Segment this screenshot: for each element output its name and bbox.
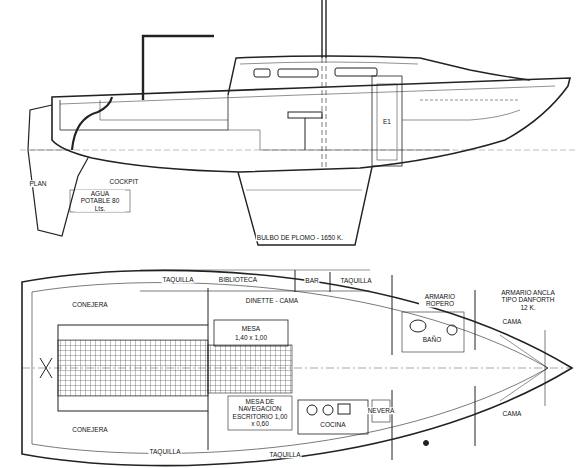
part-label: CAMA [502,410,523,417]
part-label: CONEJERA [71,426,108,433]
part-label: TAQUILLA [340,277,373,284]
part-label: AGUA POTABLE 80 Lts. [75,190,125,212]
part-label: ARMARIO ANCLA TIPO DANFORTH 12 K. [499,289,557,311]
part-label: DINETTE - CAMA [245,297,299,304]
part-label: CONEJERA [71,301,108,308]
part-label: PLAN [29,180,48,187]
part-label: ARMARIO ROPERO [419,293,461,308]
part-label: BAR [304,277,319,284]
part-label: BIBLIOTECA [218,276,258,283]
part-label: BULBO DE PLOMO - 1650 K. [256,234,344,241]
part-label: TAQUILLA [149,448,182,455]
part-label: COCINA [319,421,346,428]
part-label: NEVERA [367,407,396,414]
part-label: TAQUILLA [162,276,195,283]
part-label: MESA [241,325,261,332]
part-label: COCKPIT [109,178,140,185]
dimension-label: 1,40 x 1,00 [234,334,268,341]
part-label: CAMA [502,318,523,325]
part-label: MESA DE NAVEGACION ESCRITORIO 1,00 x 0,6… [230,398,290,428]
part-label: E1 [382,118,392,125]
part-label: BAÑO [422,336,442,343]
part-label: TAQUILLA [269,451,302,458]
